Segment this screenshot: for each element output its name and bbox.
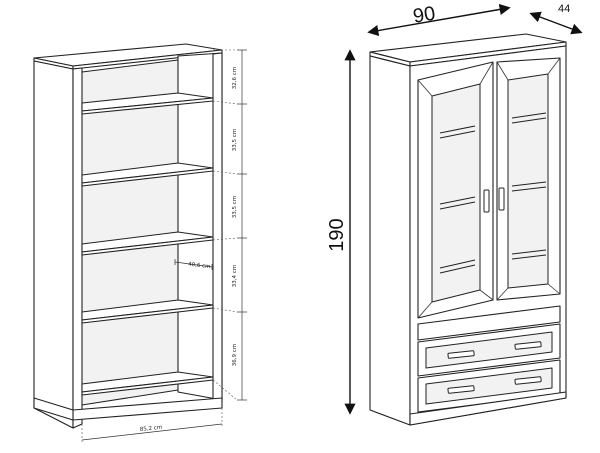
shelf-height-label-4: 33,4 cm (232, 265, 238, 287)
open-bookcase (33, 43, 223, 429)
glass-cabinet (369, 33, 567, 426)
shelf-depth-label: 40,6 cm (188, 262, 211, 271)
bookcase-right-edge (212, 52, 223, 405)
cabinet-width-label: 90 (411, 3, 436, 28)
shelf-height-label-5: 36,9 cm (232, 344, 238, 366)
upper-drawer-handle-right-icon (514, 341, 542, 350)
shelf-height-label-1: 32,6 cm (232, 67, 238, 89)
bookcase-plinth-side (33, 397, 74, 421)
right-dimensions: 90 44 190 (326, 3, 583, 415)
cabinet-left-side (369, 55, 411, 426)
upper-drawer-handle-left-icon (447, 350, 475, 359)
width-arrow (367, 3, 511, 37)
depth-arrow (529, 11, 583, 35)
bookcase-front-stile (72, 67, 83, 429)
right-door-handle-icon (498, 187, 505, 211)
shelf-height-label-2: 33,5 cm (232, 129, 238, 151)
cabinet-mid-rail (417, 305, 561, 341)
bookcase-left-side (33, 60, 74, 429)
cabinet-depth-label: 44 (558, 3, 570, 15)
lower-drawer-handle-right-icon (514, 376, 542, 385)
width-label: 85,2 cm (140, 425, 163, 433)
lower-drawer-handle-left-icon (447, 385, 475, 394)
depth-dim-line (174, 261, 213, 268)
left-dimensions: 32,6 cm 33,5 cm 33,5 cm 33,4 cm 36,9 cm … (81, 49, 247, 442)
left-door-handle-icon (483, 189, 490, 213)
width-dim-line (81, 423, 223, 441)
cabinet-height-label: 190 (326, 218, 348, 251)
cabinet-plinth (409, 391, 567, 426)
shelf-height-label-3: 33,5 cm (232, 196, 238, 218)
